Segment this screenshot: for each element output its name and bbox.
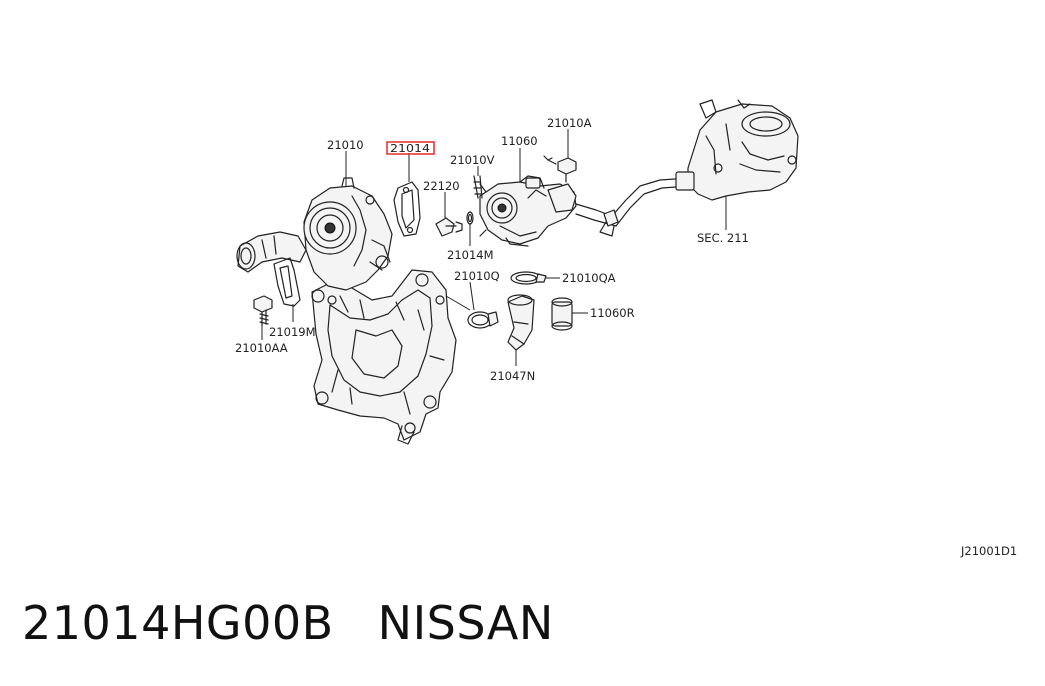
part-number: 21014HG00B: [22, 596, 334, 650]
label-21010a: 21010A: [547, 116, 592, 130]
bolt-21010aa: [253, 295, 273, 327]
bolt-21010a: [543, 155, 577, 183]
hose-11060r: [551, 297, 573, 331]
brand-name: NISSAN: [377, 596, 554, 650]
clamp-21010q: [467, 311, 499, 329]
gasket-21014: [393, 181, 421, 237]
label-22120: 22120: [423, 179, 460, 193]
label-highlight-box: [386, 141, 435, 155]
label-21047n: 21047N: [490, 369, 535, 383]
label-21010qa: 21010QA: [562, 271, 616, 285]
leader-lines: [261, 129, 727, 366]
label-21010aa: 21010AA: [235, 341, 288, 355]
engine-bracket: [311, 269, 457, 445]
part-footer: 21014HG00B NISSAN: [22, 596, 554, 650]
water-pump: [236, 177, 393, 291]
clamp-21010qa: [510, 271, 547, 285]
bolt-21010v: [473, 175, 483, 199]
label-21010q: 21010Q: [454, 269, 500, 283]
label-21010v: 21010V: [450, 153, 495, 167]
gasket-21019m: [273, 257, 301, 307]
thermostat-housing-11060: [479, 175, 577, 247]
label-21010: 21010: [327, 138, 364, 152]
label-21019m: 21019M: [269, 325, 316, 339]
label-21014m: 21014M: [447, 248, 494, 262]
label-sec-211: SEC. 211: [697, 231, 749, 245]
water-pipe: [575, 177, 691, 237]
section-211-assembly: [675, 99, 799, 201]
sensor-22120: [435, 217, 463, 237]
label-11060r: 11060R: [590, 306, 635, 320]
label-21014: 21014: [390, 143, 430, 155]
oring-21014m: [466, 211, 474, 225]
hose-21047n: [507, 294, 535, 351]
drawing-code: J21001D1: [960, 544, 1017, 558]
label-11060: 11060: [501, 134, 538, 148]
